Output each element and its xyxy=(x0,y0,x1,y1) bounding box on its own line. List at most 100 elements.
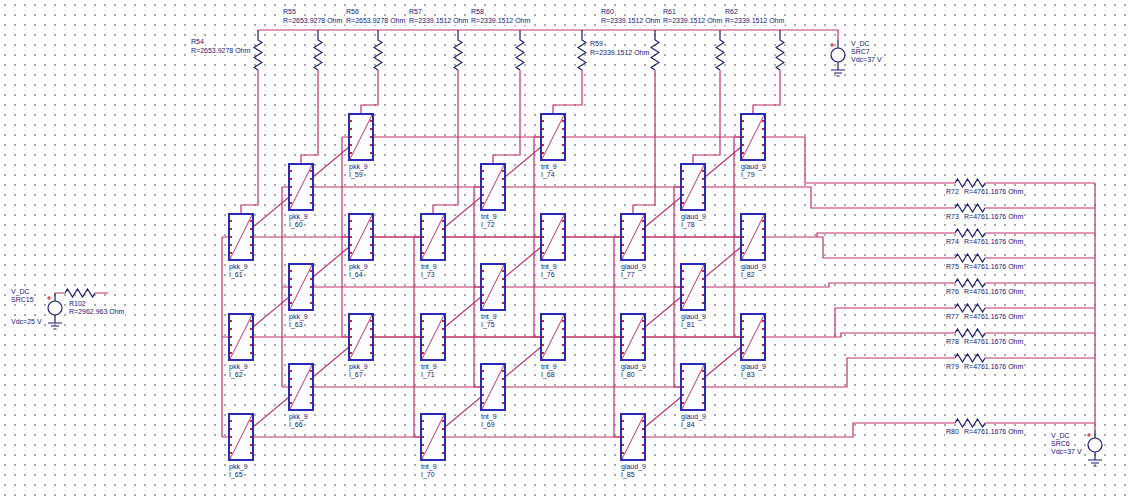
component-type: pkk_9 xyxy=(228,463,249,471)
component-type: pkk_9 xyxy=(228,263,249,271)
pin-dot xyxy=(682,270,684,272)
pin-dot xyxy=(562,244,564,246)
instance-name: I_81 xyxy=(680,321,696,329)
pin-dot xyxy=(562,128,564,130)
component-label: R56 xyxy=(345,8,360,16)
block-pins xyxy=(290,265,312,309)
pin-dot xyxy=(702,178,704,180)
component-instance: tnt_9I_70 xyxy=(420,413,446,479)
pin-dot xyxy=(502,302,504,304)
block-diagonal xyxy=(290,265,312,309)
component-block xyxy=(348,213,374,261)
pin-dot xyxy=(442,320,444,322)
component-label: R102 xyxy=(68,300,87,308)
pin-dot xyxy=(442,444,444,446)
pin-dot xyxy=(762,320,764,322)
pin-dot xyxy=(682,394,684,396)
component-type: tnt_9 xyxy=(420,263,438,271)
component-block xyxy=(348,113,374,161)
block-diagonal xyxy=(742,215,764,259)
component-label: R=2339.1512 Ohm xyxy=(470,17,531,25)
block-diagonal xyxy=(350,215,372,259)
pin-dot xyxy=(702,286,704,288)
component-type: pkk_9 xyxy=(288,213,309,221)
pin-dot xyxy=(422,352,424,354)
resistor-symbol xyxy=(955,254,985,262)
component-type: tnt_9 xyxy=(480,213,498,221)
instance-name: I_84 xyxy=(680,421,696,429)
instance-name: I_83 xyxy=(740,371,756,379)
connector-wire xyxy=(566,136,740,137)
component-label: R=4761.1676 Ohm xyxy=(963,428,1024,436)
block-pins xyxy=(230,415,252,459)
pin-dot xyxy=(642,336,644,338)
pin-dot xyxy=(502,170,504,172)
instance-name: I_63 xyxy=(288,321,304,329)
pin-dot xyxy=(642,252,644,254)
component-label: R57 xyxy=(408,8,423,16)
pin-dot xyxy=(250,344,252,346)
component-instance: glaud_9I_82 xyxy=(740,213,767,279)
connector-wire xyxy=(446,436,620,437)
block-diagonal xyxy=(682,365,704,409)
block-diagonal xyxy=(290,165,312,209)
pin-dot xyxy=(422,244,424,246)
component-block xyxy=(740,213,766,261)
pin-dot xyxy=(250,328,252,330)
pin-dot xyxy=(310,194,312,196)
component-label: R=2339.1512 Ohm xyxy=(408,17,469,25)
component-block xyxy=(540,213,566,261)
pin-dot xyxy=(310,178,312,180)
resistor-symbol xyxy=(955,354,985,362)
block-pins xyxy=(742,315,764,359)
resistor-symbol xyxy=(955,204,985,212)
pin-dot xyxy=(290,194,292,196)
connector-wire xyxy=(566,236,740,237)
component-block xyxy=(680,263,706,311)
pin-dot xyxy=(442,228,444,230)
component-label: R=2653.9278 Ohm xyxy=(282,17,343,25)
component-instance: tnt_9I_72 xyxy=(480,163,506,229)
pin-dot xyxy=(230,444,232,446)
component-label: R=2339.1512 Ohm xyxy=(589,49,650,57)
connector-wire xyxy=(566,336,740,337)
pin-dot xyxy=(682,286,684,288)
pin-dot xyxy=(642,444,644,446)
pin-dot xyxy=(370,128,372,130)
pin-dot xyxy=(370,328,372,330)
pin-dot xyxy=(742,128,744,130)
block-pins xyxy=(542,115,564,159)
block-diagonal xyxy=(350,315,372,359)
component-instance: tnt_9I_69 xyxy=(480,363,506,429)
pin-dot xyxy=(682,170,684,172)
pin-dot xyxy=(622,420,624,422)
resistor-symbol xyxy=(516,30,524,70)
block-pins xyxy=(542,315,564,359)
component-instance: glaud_9I_81 xyxy=(680,263,707,329)
component-label: R78 xyxy=(945,338,960,346)
instance-name: I_71 xyxy=(420,371,436,379)
component-type: pkk_9 xyxy=(288,313,309,321)
pin-dot xyxy=(370,152,372,154)
resistor-symbol xyxy=(254,30,262,70)
component-type: pkk_9 xyxy=(348,163,369,171)
pin-dot xyxy=(542,220,544,222)
component-instance: glaud_9I_77 xyxy=(620,213,647,279)
pin-dot xyxy=(290,202,292,204)
block-pins xyxy=(230,315,252,359)
component-label: R76 xyxy=(945,288,960,296)
pin-dot xyxy=(290,294,292,296)
pin-dot xyxy=(230,228,232,230)
component-type: tnt_9 xyxy=(540,163,558,171)
connector-wire xyxy=(314,386,480,387)
resistor-symbol xyxy=(374,30,382,70)
component-label: R=2339.1512 Ohm xyxy=(662,17,723,25)
block-pins xyxy=(622,315,644,359)
component-block xyxy=(540,313,566,361)
pin-dot xyxy=(562,136,564,138)
instance-name: I_74 xyxy=(540,171,556,179)
instance-name: I_80 xyxy=(620,371,636,379)
block-diagonal xyxy=(482,365,504,409)
component-label: R=4761.1676 Ohm xyxy=(963,338,1024,346)
pin-dot xyxy=(482,170,484,172)
